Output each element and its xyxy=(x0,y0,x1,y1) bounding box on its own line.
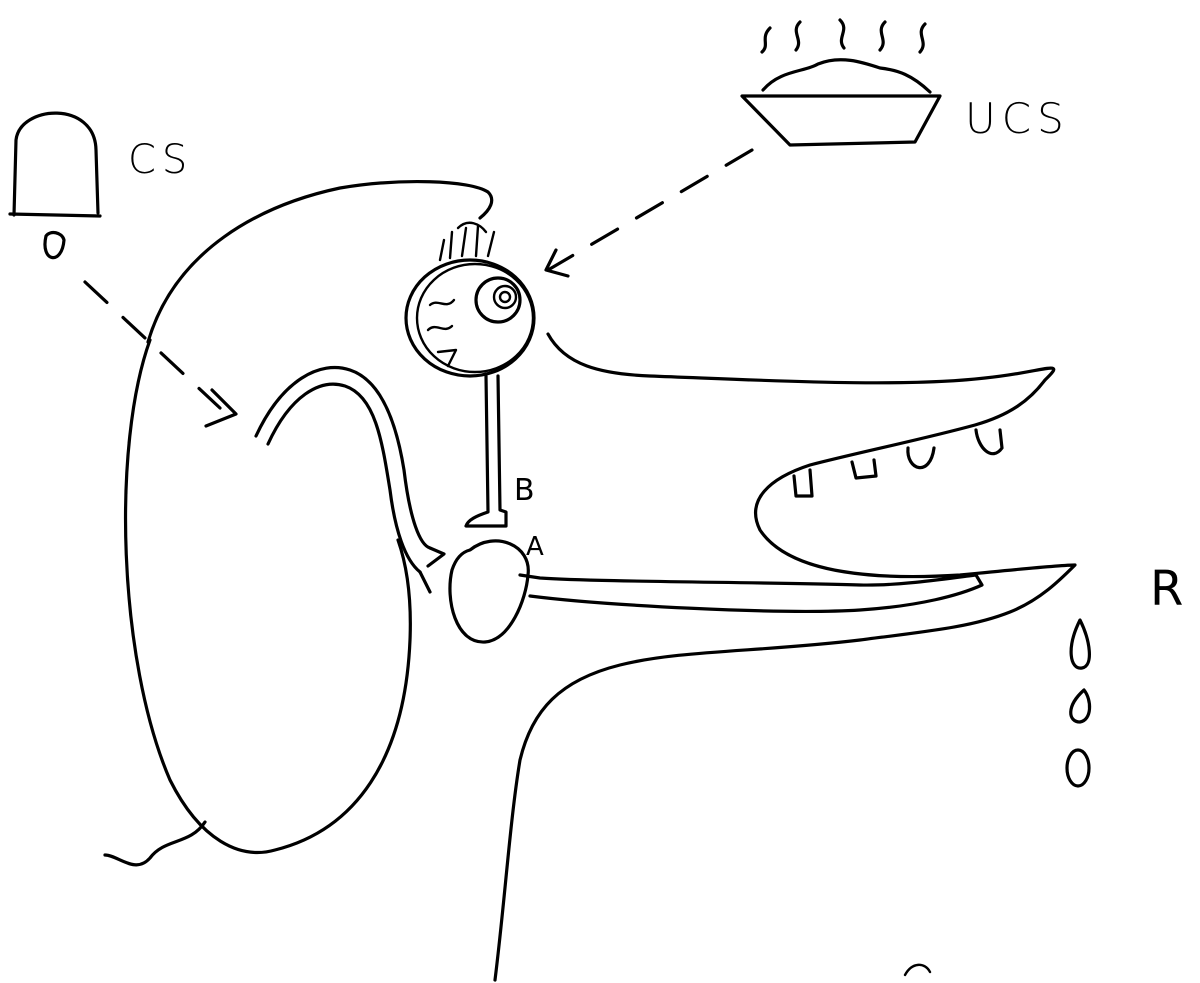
food-bowl-icon xyxy=(742,20,940,145)
response-label: R xyxy=(1150,565,1183,613)
teeth xyxy=(794,430,1002,496)
ucs-label: UCS xyxy=(965,98,1070,140)
gland-a-label: A xyxy=(526,534,544,560)
cs-label: CS xyxy=(128,140,193,180)
cortex-outline xyxy=(126,182,492,853)
salivary-center xyxy=(406,223,534,376)
bell-icon xyxy=(10,113,100,258)
neuron-b-label: B xyxy=(514,476,535,506)
corner-mark xyxy=(905,965,930,975)
neuron-b xyxy=(466,376,506,526)
brain-stem-tail xyxy=(105,822,205,865)
snout-upper-jaw xyxy=(495,334,1075,980)
cortical-neural-pathway xyxy=(256,368,444,592)
cs-pathway-arrow xyxy=(85,282,236,426)
ucs-pathway-arrow xyxy=(546,150,752,276)
saliva-drops xyxy=(1067,620,1090,786)
